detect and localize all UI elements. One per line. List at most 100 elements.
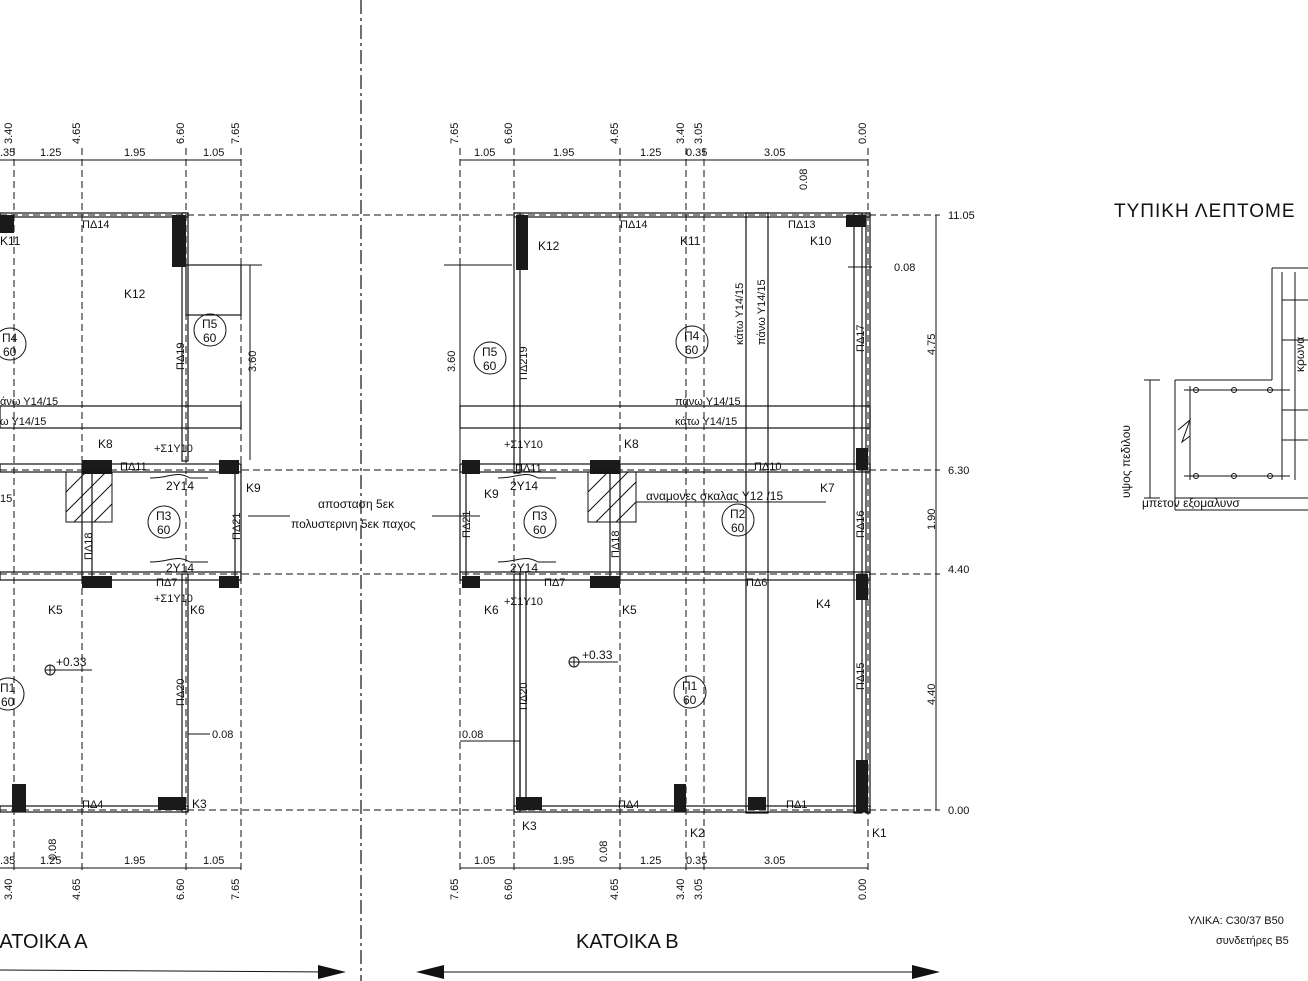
column-a-k6 bbox=[219, 576, 239, 588]
dim-b-bottom-4: 3.05 bbox=[764, 855, 785, 867]
dim-b-3-60: 3.60 bbox=[446, 351, 458, 372]
rebar-b-top-horizontal: πάνω Υ14/15 bbox=[675, 396, 741, 408]
rebar-b-2y14-top: 2Υ14 bbox=[510, 479, 538, 493]
footing-a-p3: Π3 bbox=[156, 509, 172, 523]
dim-a-3-60: 3.60 bbox=[247, 351, 259, 372]
dim-b-bottom-0: 1.05 bbox=[474, 855, 495, 867]
beam-b-pd21: ΠΔ21 bbox=[461, 510, 473, 538]
svg-text:60: 60 bbox=[3, 345, 17, 359]
svg-text:60: 60 bbox=[203, 331, 217, 345]
detail-label-corner: κρωνα bbox=[1293, 337, 1307, 372]
elevation-b-value: +0.33 bbox=[582, 648, 613, 662]
label-b-k10: Κ10 bbox=[810, 234, 832, 248]
hatch-pattern-icon bbox=[587, 471, 637, 523]
beam-a-pd20: ΠΔ20 bbox=[175, 678, 187, 706]
rebar-a-bottom: ω Υ14/15 bbox=[0, 416, 46, 428]
rebar-a-15: 15 bbox=[0, 493, 12, 505]
beam-b-pd10: ΠΔ10 bbox=[754, 461, 782, 473]
title-house-a: ΚΑΤΟΙΚΑ Α bbox=[0, 931, 88, 953]
label-a-k11: Κ11 bbox=[0, 234, 21, 248]
detail-label-bottom: μπετον εξομαλυνσ bbox=[1142, 496, 1240, 510]
level-dim-upper: 4.75 bbox=[926, 334, 938, 355]
beam-b-pd13: ΠΔ13 bbox=[788, 219, 816, 231]
svg-text:60: 60 bbox=[685, 343, 699, 357]
dim-b-top-3: 0.35 bbox=[686, 147, 707, 159]
svg-text:60: 60 bbox=[1, 695, 15, 709]
svg-text:60: 60 bbox=[157, 523, 171, 537]
tick-b-top-4: 3.05 bbox=[693, 123, 705, 144]
column-b-k7 bbox=[856, 448, 868, 470]
rebar-b-bottom-horizontal: κάτω Υ14/15 bbox=[675, 416, 737, 428]
rebar-a-2y14-top: 2Υ14 bbox=[166, 479, 194, 493]
label-a-k5: Κ5 bbox=[48, 603, 63, 617]
svg-text:60: 60 bbox=[533, 523, 547, 537]
column-a-k3 bbox=[158, 797, 186, 810]
note-gap-line-2: πολυστερινη 5εκ παχος bbox=[291, 517, 416, 531]
rebar-a-2y14-bottom: 2Υ14 bbox=[166, 561, 194, 575]
level-6-30: 6.30 bbox=[948, 465, 969, 477]
beam-b-pd6: ΠΔ6 bbox=[746, 577, 767, 589]
dim-a-bottom-3: 1.05 bbox=[203, 855, 224, 867]
dim-a-top-2: 1.95 bbox=[124, 147, 145, 159]
title-typical-detail: ΤΥΠΙΚΗ ΛΕΠΤΟΜΕ bbox=[1114, 201, 1296, 222]
title-house-b: ΚΑΤΟΙΚΑ Β bbox=[576, 931, 679, 953]
column-b-k6 bbox=[462, 576, 480, 588]
column-a-k11 bbox=[172, 215, 186, 267]
elevation-marker-icon bbox=[568, 656, 618, 668]
beam-a-pd11: ΠΔ11 bbox=[120, 461, 147, 473]
tick-a-bottom-0: 3.40 bbox=[3, 879, 15, 900]
tick-b-top-0: 7.65 bbox=[449, 123, 461, 144]
rebar-b-sum-bottom: +Σ1Υ10 bbox=[504, 596, 543, 608]
tick-a-top-0: 3.40 bbox=[3, 123, 15, 144]
beam-b-pd17: ΠΔ17 bbox=[855, 324, 867, 352]
column-a-k9 bbox=[219, 460, 239, 474]
dim-b-0-08-vertical: 0.08 bbox=[798, 169, 810, 190]
dim-b-bottom-2: 1.25 bbox=[640, 855, 661, 867]
beam-a-pd4: ΠΔ4 bbox=[82, 799, 103, 811]
dim-a-bottom-0-08: 0.08 bbox=[47, 839, 59, 860]
footing-a-p4: Π4 bbox=[2, 331, 18, 345]
tick-b-bottom-5: 0.00 bbox=[857, 879, 869, 900]
rebar-a-sum-top: +Σ1Υ10 bbox=[154, 443, 193, 455]
label-b-k3: Κ3 bbox=[522, 819, 537, 833]
rebar-b-sum-top: +Σ1Υ10 bbox=[504, 439, 543, 451]
dim-b-bottom-3: 0.35 bbox=[686, 855, 707, 867]
tick-b-top-5: 0.00 bbox=[857, 123, 869, 144]
dim-a-0-08: 0.08 bbox=[212, 729, 233, 741]
tick-a-top-2: 6.60 bbox=[175, 123, 187, 144]
tick-b-top-2: 4.65 bbox=[609, 123, 621, 144]
label-b-k9: Κ9 bbox=[484, 487, 499, 501]
rebar-a-sum-bottom: +Σ1Υ10 bbox=[154, 593, 193, 605]
column-a-k5 bbox=[82, 576, 112, 588]
tick-b-top-1: 6.60 bbox=[503, 123, 515, 144]
rebar-b-top-vertical: πάνω Υ14/15 bbox=[756, 279, 768, 345]
tick-a-top-3: 7.65 bbox=[230, 123, 242, 144]
note-gap-line-1: αποσταση 5εκ bbox=[318, 497, 395, 511]
beam-b-pd7: ΠΔ7 bbox=[544, 577, 565, 589]
beam-b-pd4: ΠΔ4 bbox=[618, 799, 639, 811]
tick-b-bottom-1: 6.60 bbox=[503, 879, 515, 900]
typical-detail: κρωνα υψος πεδιλου μπετον εξομαλυνσ bbox=[1119, 267, 1308, 511]
footing-b-p5: Π5 bbox=[482, 345, 498, 359]
tick-b-bottom-3: 3.40 bbox=[675, 879, 687, 900]
label-b-k7: Κ7 bbox=[820, 481, 835, 495]
direction-arrow-icon bbox=[0, 965, 940, 979]
beam-a-pd14: ΠΔ14 bbox=[82, 219, 110, 231]
materials-line-2: συνδετήρες Β5 bbox=[1216, 935, 1289, 947]
beam-a-pd21: ΠΔ21 bbox=[231, 512, 243, 540]
label-b-k5: Κ5 bbox=[622, 603, 637, 617]
svg-text:60: 60 bbox=[483, 359, 497, 373]
tick-a-bottom-3: 7.65 bbox=[230, 879, 242, 900]
dim-a-top-3: 1.05 bbox=[203, 147, 224, 159]
break-line-icon bbox=[1177, 418, 1192, 444]
level-0-00: 0.00 bbox=[948, 805, 969, 817]
svg-text:60: 60 bbox=[683, 693, 697, 707]
beam-b-pd20: ΠΔ20 bbox=[518, 682, 530, 710]
dim-b-top-1: 1.95 bbox=[553, 147, 574, 159]
beam-b-pd16: ΠΔ16 bbox=[855, 510, 867, 538]
dim-a-bottom-1: 1.25 bbox=[40, 855, 61, 867]
level-4-40: 4.40 bbox=[948, 564, 969, 576]
rebar-a-top: άνω Υ14/15 bbox=[0, 396, 58, 408]
tick-b-bottom-2: 4.65 bbox=[609, 879, 621, 900]
